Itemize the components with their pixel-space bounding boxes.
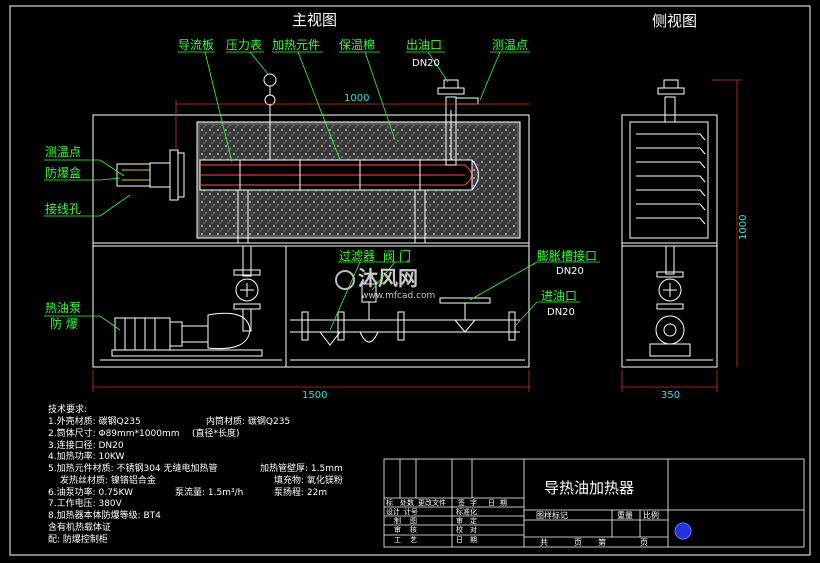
- tech-notes: 技术要求: 1.外壳材质: 碳钢Q235 内筒材质: 碳钢Q235 2.筒体尺寸…: [48, 403, 343, 545]
- callout-guide-plate: 导流板: [178, 38, 214, 52]
- dim-side-bottom: 350: [661, 390, 680, 401]
- notes-line-2a: 2.筒体尺寸: Φ89mm*1000mm: [48, 427, 180, 439]
- notes-line-8: 8.加热器本体防爆等级: BT4: [48, 509, 161, 521]
- tb-label: 计号: [404, 507, 418, 516]
- drawing-title: 导热油加热器: [544, 479, 634, 497]
- callout-filter: 过滤器: [339, 249, 375, 263]
- tb-scale: 比例: [643, 510, 659, 520]
- notes-line-6b: 泵流量: 1.5m³/h: [175, 486, 243, 498]
- notes-line-5d: 填充物: 氧化镁粉: [274, 474, 343, 486]
- tb-label: 日: [456, 536, 463, 544]
- callout-pump-ex: 防 爆: [50, 316, 78, 331]
- tb-label: 期: [470, 536, 477, 544]
- side-view: [621, 79, 718, 368]
- tb-label: 标准化: [456, 507, 477, 516]
- drawing-border: [9, 5, 811, 556]
- notes-line-1a: 1.外壳材质: 碳钢Q235: [48, 415, 141, 427]
- notes-line-5a: 5.加热元件材质: 不锈钢304 无缝电加热管: [48, 462, 218, 474]
- dim-front-bottom: 1500: [302, 390, 327, 401]
- callout-oil-outlet-size: DN20: [412, 58, 440, 69]
- side-frame: [621, 114, 718, 368]
- tb-sheet-no2: 页: [640, 538, 648, 547]
- callout-temp-point-top: 测温点: [492, 38, 528, 52]
- tb-sheets-total: 共: [540, 538, 548, 547]
- callout-expansion-port: 膨胀槽接口: [537, 248, 597, 263]
- callout-pump: 热油泵: [45, 301, 81, 315]
- tb-label: 工: [394, 536, 401, 544]
- callout-oil-inlet-size: DN20: [547, 307, 575, 318]
- tb-label: 审: [394, 525, 401, 534]
- callout-wiring-hole: 接线孔: [45, 201, 81, 216]
- front-view-title: 主视图: [292, 11, 337, 29]
- dim-front-top: 1000: [344, 93, 369, 104]
- tb-label: 定: [470, 516, 477, 525]
- callout-expansion-size: DN20: [556, 266, 584, 277]
- watermark-brand: 沐风网: [358, 266, 418, 290]
- notes-line-2b: (直径*长度): [192, 427, 240, 439]
- front-view: [92, 73, 530, 368]
- frame-outline: [92, 114, 530, 368]
- notes-heading: 技术要求:: [48, 403, 87, 415]
- blue-marker-icon: [674, 522, 692, 540]
- tb-label: 签: [458, 498, 465, 507]
- callout-insulation: 保温棉: [339, 38, 375, 52]
- callout-temp-point-left: 测温点: [45, 145, 81, 159]
- tb-stage-mark: 图样标记: [536, 510, 568, 520]
- tb-label: 标: [386, 498, 393, 507]
- callout-heating-element: 加热元件: [272, 38, 320, 52]
- notes-line-4: 4.加热功率: 10KW: [48, 450, 125, 462]
- title-block: [383, 458, 805, 548]
- tb-sheet-no: 第: [598, 537, 606, 547]
- callout-pressure-gauge: 压力表: [226, 38, 262, 52]
- callout-oil-outlet: 出油口: [406, 38, 442, 52]
- notes-line-5b: 加热管壁厚: 1.5mm: [260, 462, 343, 474]
- tb-label: 日: [488, 499, 495, 507]
- side-view-title: 侧视图: [652, 12, 697, 30]
- watermark: 沐风网 www.mfcad.com: [335, 266, 435, 301]
- callout-leaders: [44, 51, 600, 331]
- notes-line-10: 配: 防爆控制柜: [48, 533, 108, 545]
- callout-valve: 阀 门: [383, 248, 411, 263]
- tb-label: 更改文件: [418, 498, 446, 507]
- tb-label: 设计: [386, 507, 400, 516]
- tb-weight: 重量: [617, 510, 633, 520]
- side-dimensions: [621, 79, 742, 392]
- tb-label: 校: [456, 525, 463, 534]
- notes-line-9: 含有机热载体证: [48, 521, 111, 533]
- front-dimensions: [92, 100, 530, 392]
- tb-sheet: 页: [574, 538, 582, 547]
- tb-label: 制: [394, 516, 401, 525]
- notes-line-1b: 内筒材质: 碳钢Q235: [206, 415, 290, 427]
- callout-oil-inlet: 进油口: [541, 289, 577, 303]
- tb-label: 字: [470, 498, 477, 507]
- tb-label: 艺: [410, 536, 417, 544]
- tb-label: 图: [410, 517, 417, 525]
- tb-label: 对: [470, 525, 477, 534]
- tb-label: 审: [456, 516, 463, 525]
- dim-side-height: 1000: [738, 215, 749, 240]
- callout-explosion-box: 防爆盒: [45, 165, 81, 180]
- tb-label: 核: [410, 525, 417, 534]
- title-block-labels: 标 处数 更改文件 签 字 日 期 设计 计号 标准化 制 图 审 定 审 核 …: [386, 498, 659, 547]
- notes-line-6a: 6.油泵功率: 0.75KW: [48, 486, 133, 498]
- notes-line-7: 7.工作电压: 380V: [48, 497, 123, 509]
- notes-line-6c: 泵扬程: 22m: [274, 486, 327, 498]
- notes-line-5c: 发热丝材质: 镍铬铝合金: [60, 474, 156, 486]
- tb-label: 处数: [400, 498, 414, 507]
- notes-line-3: 3.连接口径: DN20: [48, 439, 124, 451]
- tb-label: 期: [500, 499, 507, 507]
- watermark-url: www.mfcad.com: [361, 291, 435, 301]
